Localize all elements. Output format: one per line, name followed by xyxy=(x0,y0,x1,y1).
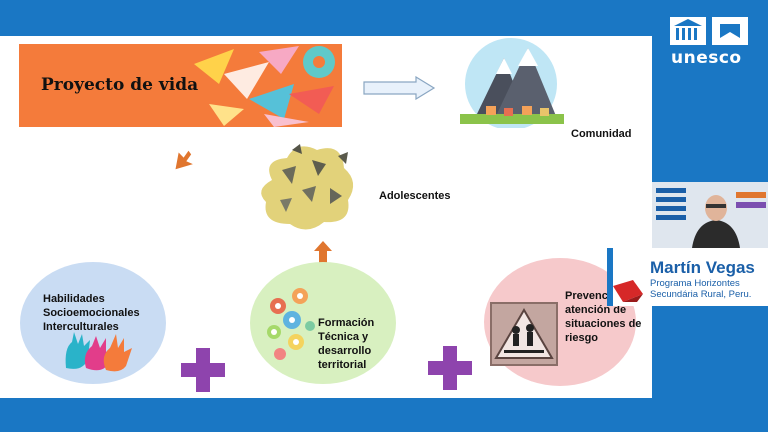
origami-decoration-image xyxy=(194,46,335,127)
bottom-frame-bar xyxy=(0,398,768,432)
plus-icon-2 xyxy=(428,346,472,390)
adolescentes-paper-cluster-image xyxy=(261,144,354,230)
red-ribbon-icon xyxy=(613,280,643,302)
proyecto-de-vida-banner: Proyecto de vida xyxy=(19,44,342,127)
unesco-logo xyxy=(670,17,748,45)
presenter-name: Martín Vegas xyxy=(650,258,755,277)
formacion-circle xyxy=(250,262,396,384)
unesco-wordmark: unesco xyxy=(671,48,742,68)
nameplate-accent-bar xyxy=(607,248,613,306)
habilidades-label: Habilidades Socioemocionales Intercultur… xyxy=(43,293,140,333)
banner-title: Proyecto de vida xyxy=(41,75,199,95)
presenter-webcam xyxy=(652,182,768,248)
colorful-hands-icon xyxy=(65,332,132,372)
gears-icon xyxy=(267,288,315,360)
presentation-slide: Proyecto de vida Comunidad Adolescentes xyxy=(0,36,652,398)
adolescentes-label: Adolescentes xyxy=(379,190,451,202)
mountain-community-image xyxy=(460,38,564,128)
right-arrow-icon xyxy=(363,76,436,100)
school-crossing-sign-icon xyxy=(490,302,558,366)
presenter-role: Programa Horizontes Secundária Rural, Pe… xyxy=(650,278,752,300)
top-frame-bar xyxy=(0,0,768,36)
up-arrow-icon xyxy=(314,241,332,263)
formacion-label: Formación Técnica y desarrollo territori… xyxy=(318,317,375,371)
presenter-video-feed xyxy=(652,182,768,248)
comunidad-label: Comunidad xyxy=(571,128,632,140)
diagonal-arrow-icon xyxy=(175,150,193,170)
plus-icon-1 xyxy=(181,348,225,392)
